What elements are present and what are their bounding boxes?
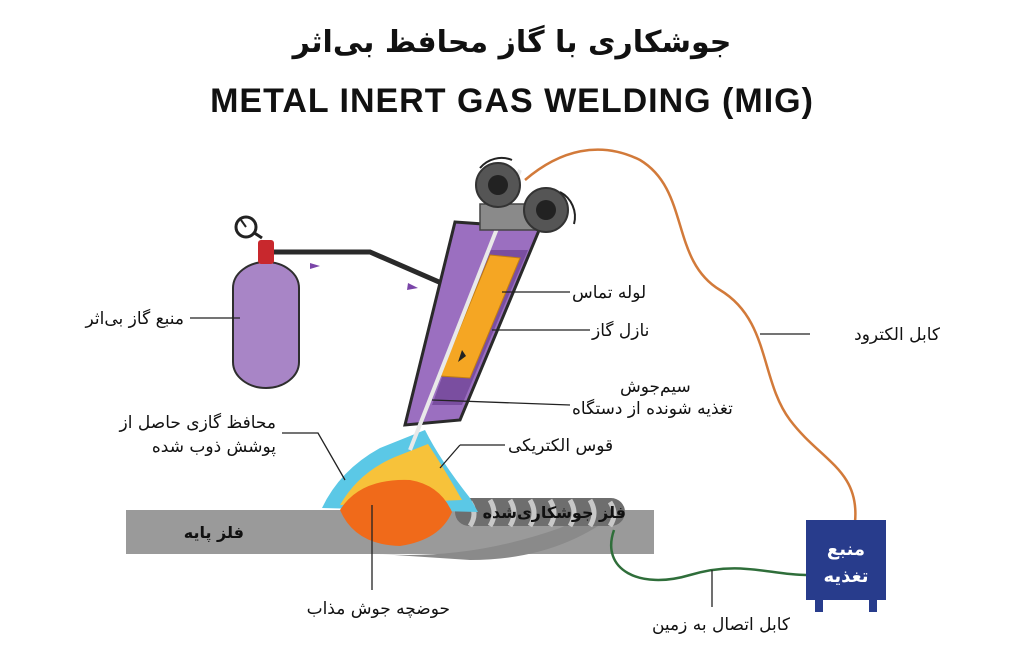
label-arc: قوس الکتریکی bbox=[508, 436, 613, 456]
label-ground-cable: کابل اتصال به زمین bbox=[652, 615, 791, 635]
weld-bead bbox=[455, 498, 625, 528]
label-base-metal: فلز پایه bbox=[184, 523, 244, 543]
power-source-label-2: تغذیه bbox=[824, 566, 869, 587]
label-wire-1: سیم‌جوش bbox=[620, 377, 691, 397]
label-gas-source: منبع گاز بی‌اثر bbox=[85, 308, 184, 329]
power-source bbox=[806, 520, 886, 600]
electrode-cable bbox=[524, 148, 857, 523]
title-fa: جوشکاری با گاز محافظ بی‌اثر bbox=[291, 24, 732, 60]
gas-hose bbox=[274, 249, 463, 295]
label-shield-1: محافظ گازی حاصل از bbox=[119, 412, 276, 433]
label-electrode-cable: کابل الکترود bbox=[854, 325, 941, 345]
label-wire-2: تغذیه شونده از دستگاه bbox=[572, 398, 733, 419]
gas-cylinder bbox=[232, 261, 300, 389]
label-weld-pool: حوضچه جوش مذاب bbox=[307, 599, 450, 619]
leader-lines bbox=[190, 291, 810, 607]
label-welded-metal: فلز جوشکاری‌شده bbox=[483, 503, 626, 522]
label-gas-nozzle: نازل گاز bbox=[591, 320, 649, 341]
label-shield-2: پوشش ذوب شده bbox=[152, 437, 276, 457]
title-en: METAL INERT GAS WELDING (MIG) bbox=[210, 82, 814, 120]
ground-cable bbox=[610, 529, 807, 582]
label-contact-tube: لوله تماس bbox=[572, 283, 646, 303]
cylinder-valve bbox=[258, 240, 274, 264]
power-source-label-1: منبع bbox=[827, 539, 865, 560]
weld-pool bbox=[340, 479, 452, 546]
